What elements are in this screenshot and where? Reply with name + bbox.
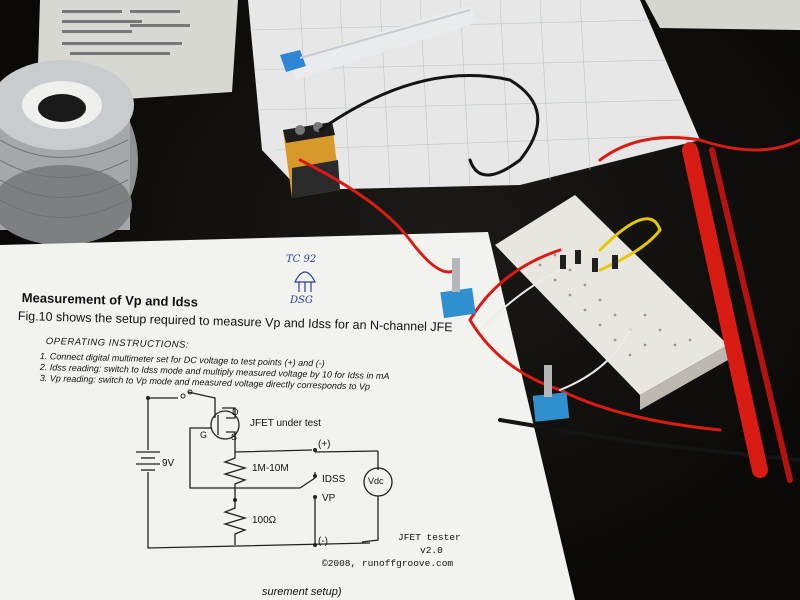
- toggle-switch-2: [532, 365, 570, 422]
- cut-caption: surement setup): [262, 586, 342, 598]
- footer-version: v2.0: [420, 545, 443, 556]
- footer-copyright: ©2008, runoffgroove.com: [322, 558, 454, 569]
- nine-volt-battery: [283, 122, 340, 198]
- black-wire: [318, 74, 540, 177]
- solder-spool: [0, 60, 138, 246]
- resistor1-label: 1M-10M: [252, 463, 289, 474]
- pinout-label-top: TC 92: [286, 254, 317, 265]
- breadboard-components: [560, 250, 618, 272]
- pinout-sketch: [294, 271, 316, 292]
- yellow-wire: [598, 217, 662, 272]
- meter-label: Vdc: [368, 476, 384, 486]
- red-wire: [468, 248, 722, 432]
- probe-black-lead: [498, 418, 800, 462]
- probe-red-lead: [682, 142, 768, 478]
- pin-s-label: S: [231, 432, 238, 442]
- toggle-switch-1: [440, 258, 476, 319]
- corner-paper: [645, 0, 800, 30]
- plus-terminal-label: (+): [318, 439, 331, 450]
- battery-label: 9V: [162, 458, 175, 469]
- pinout-label-bottom: DSG: [290, 295, 313, 306]
- pin-g-label: G: [200, 430, 208, 440]
- idss-label: IDSS: [322, 474, 346, 485]
- pin-d-label: D: [232, 407, 239, 417]
- battery-red-wire: [298, 158, 457, 274]
- footer-name: JFET tester: [398, 532, 461, 543]
- datasheet-print: [62, 10, 190, 55]
- pen: [280, 5, 478, 80]
- jfet-label: JFET under test: [250, 418, 321, 429]
- vp-label: VP: [322, 493, 336, 504]
- breadboard: [495, 195, 728, 410]
- resistor2-label: 100Ω: [252, 515, 277, 526]
- minus-terminal-label: (-): [318, 536, 328, 547]
